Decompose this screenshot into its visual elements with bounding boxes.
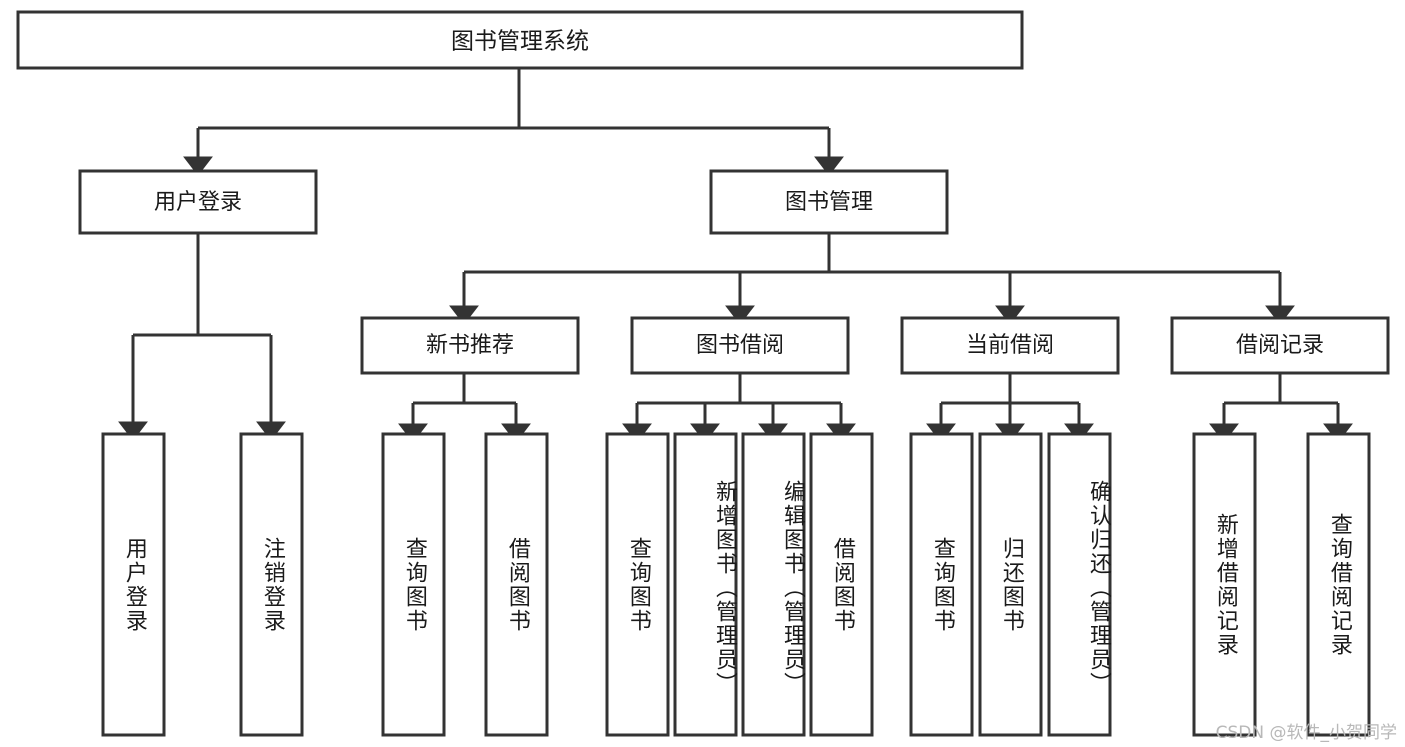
node-new-book-recommend[interactable] <box>360 316 580 375</box>
node-root[interactable] <box>16 10 1024 70</box>
node-leaf-borrow-book-2[interactable] <box>809 432 874 737</box>
node-group: 图书管理系统 用户登录 图书管理 新书推荐 图书借阅 当前借阅 借阅记录 <box>16 10 1390 737</box>
node-book-borrow[interactable] <box>630 316 850 375</box>
node-leaf-query-record[interactable] <box>1306 432 1371 737</box>
node-leaf-query-book-3[interactable] <box>909 432 974 737</box>
node-book-manage[interactable] <box>709 169 949 235</box>
node-leaf-return-book[interactable] <box>978 432 1043 737</box>
edge-group <box>118 68 1353 443</box>
node-leaf-borrow-book-1[interactable] <box>484 432 549 737</box>
node-borrow-record-label: 借阅记录 <box>1236 333 1324 358</box>
node-current-borrow-label: 当前借阅 <box>966 333 1054 358</box>
node-new-book-recommend-label: 新书推荐 <box>426 333 514 358</box>
node-leaf-add-book[interactable] <box>673 432 738 737</box>
node-borrow-record[interactable] <box>1170 316 1390 375</box>
node-current-borrow[interactable] <box>900 316 1120 375</box>
node-book-manage-label: 图书管理 <box>785 190 873 215</box>
node-leaf-add-record[interactable] <box>1192 432 1257 737</box>
node-leaf-query-book-2[interactable] <box>605 432 670 737</box>
csdn-watermark: CSDN @软件_小贺同学 <box>1215 723 1397 743</box>
node-user-login-label: 用户登录 <box>154 190 242 215</box>
node-root-label: 图书管理系统 <box>451 29 589 55</box>
node-leaf-user-login[interactable] <box>101 432 166 737</box>
node-leaf-query-book-1[interactable] <box>381 432 446 737</box>
node-leaf-logout[interactable] <box>239 432 304 737</box>
node-user-login[interactable] <box>78 169 318 235</box>
node-book-borrow-label: 图书借阅 <box>696 333 784 358</box>
node-leaf-confirm-return[interactable] <box>1047 432 1112 737</box>
node-leaf-edit-book[interactable] <box>741 432 806 737</box>
